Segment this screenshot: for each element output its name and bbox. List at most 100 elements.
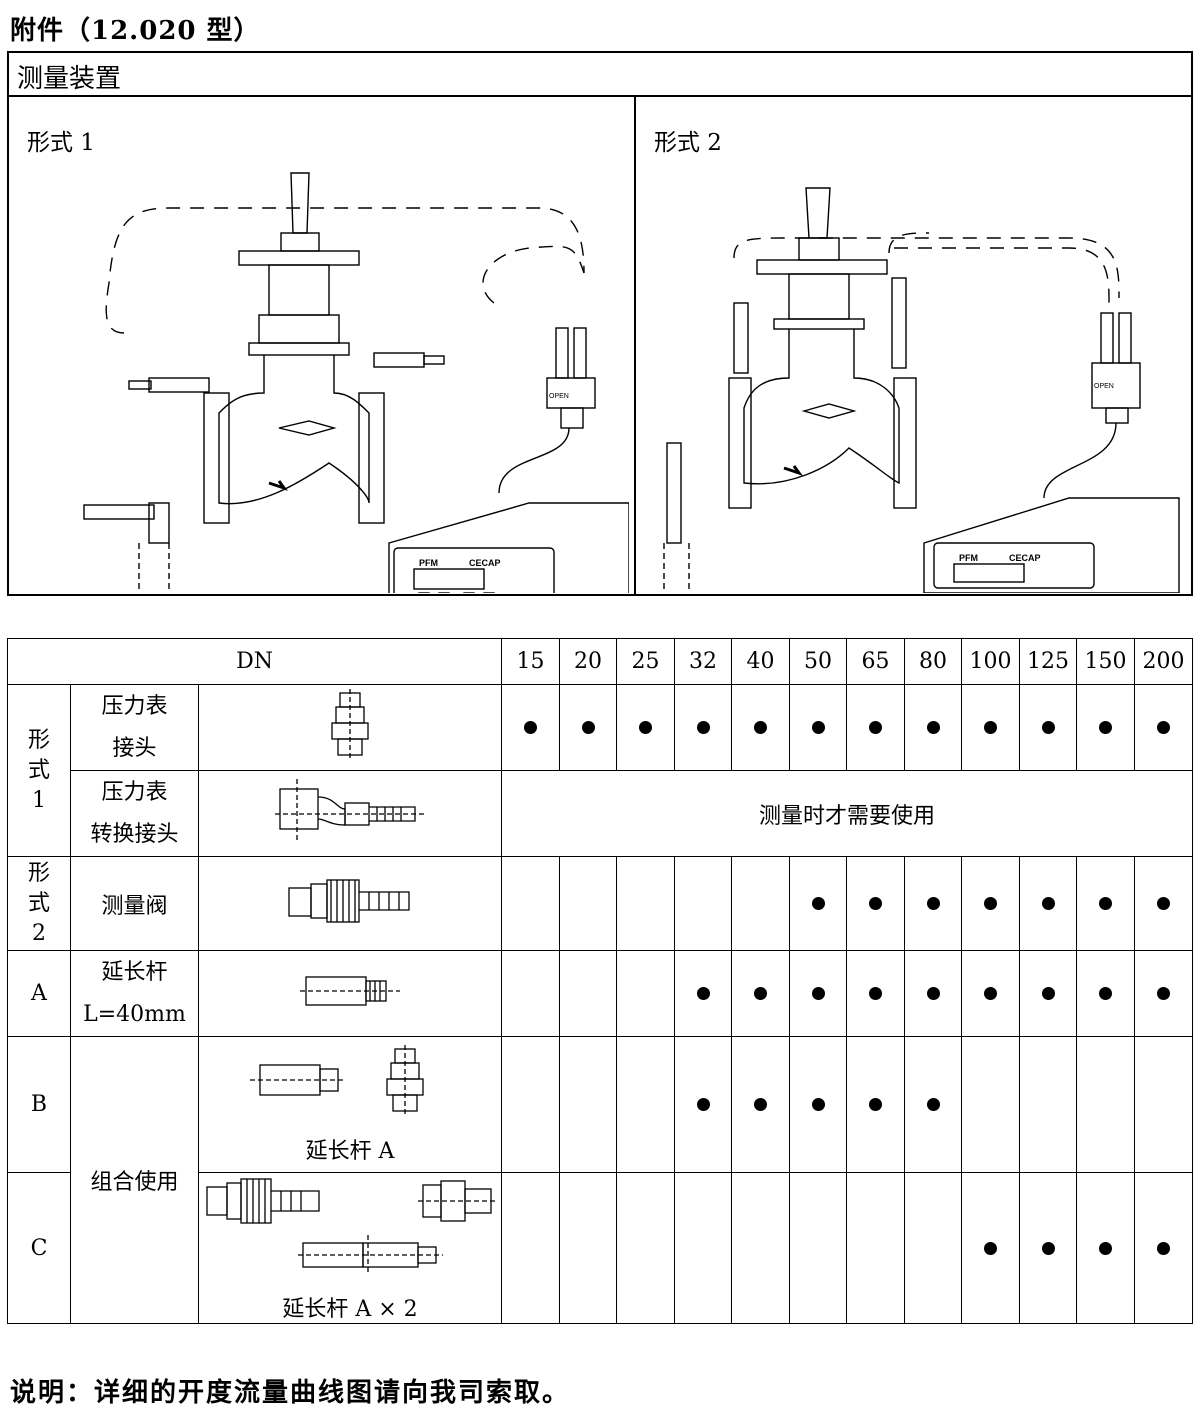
combo-c-caption: 延长杆 A × 2 xyxy=(282,1297,418,1322)
row-code: A xyxy=(7,950,71,1037)
group1-label: 形式1 xyxy=(7,684,71,857)
available-dot xyxy=(1041,1241,1055,1255)
mark-cell xyxy=(846,950,906,1037)
usage-note-cell: 测量时才需要使用 xyxy=(501,770,1194,857)
available-dot xyxy=(1099,897,1113,910)
available-dot xyxy=(1099,987,1113,1000)
dn-cell: 50 xyxy=(789,638,848,685)
available-dot xyxy=(754,1098,768,1111)
mark-cell xyxy=(1019,1172,1078,1324)
mark-cell xyxy=(904,856,963,951)
available-dot xyxy=(869,1098,883,1111)
available-dot xyxy=(1157,897,1171,910)
mark-cell xyxy=(961,950,1021,1037)
row-code: C xyxy=(7,1172,71,1324)
available-dot xyxy=(926,1098,940,1111)
available-dot xyxy=(581,721,595,734)
available-dot xyxy=(639,721,653,734)
mark-cell xyxy=(961,1172,1021,1324)
available-dot xyxy=(984,1241,998,1255)
device2-open-label: OPEN xyxy=(1094,383,1114,390)
available-dot xyxy=(869,897,883,910)
mark-cell xyxy=(1076,856,1136,951)
dn-cell: 40 xyxy=(731,638,791,685)
form1-label: 形式 1 xyxy=(27,130,95,156)
row-figure xyxy=(197,684,503,771)
mark-cell xyxy=(559,856,618,951)
available-dot xyxy=(984,721,998,734)
mark-cell xyxy=(501,1036,561,1173)
table-row: 形式1 压力表 接头 xyxy=(7,684,1194,857)
mark-cell xyxy=(559,1036,618,1173)
mark-cell xyxy=(674,1036,733,1173)
available-dot xyxy=(811,1098,825,1111)
available-dot xyxy=(1157,987,1171,1000)
available-dot xyxy=(926,987,940,1000)
available-dot xyxy=(1041,987,1055,1000)
mark-cell xyxy=(1019,950,1078,1037)
device2-model-label: CECAP xyxy=(1009,553,1041,563)
mark-cell xyxy=(731,684,791,771)
row-name: 压力表 接头 xyxy=(70,684,199,771)
mark-cell xyxy=(674,684,733,771)
mark-cell xyxy=(961,856,1021,951)
dn-cell: 65 xyxy=(846,638,906,685)
mark-cell xyxy=(501,1172,561,1324)
available-dot xyxy=(696,987,710,1000)
row-figure xyxy=(197,770,503,857)
available-dot xyxy=(1041,721,1055,734)
form1-drawing: PFM CECAP OPEN xyxy=(83,172,629,593)
mark-cell xyxy=(789,1036,848,1173)
table-row: C 延长杆 A × 2 xyxy=(7,1172,1194,1324)
mark-cell xyxy=(1076,950,1136,1037)
mark-cell xyxy=(1076,1036,1136,1173)
mark-cell xyxy=(559,950,618,1037)
mark-cell xyxy=(789,684,848,771)
available-dot xyxy=(1041,897,1055,910)
available-dot xyxy=(811,987,825,1000)
mark-cell xyxy=(1134,684,1194,771)
dn-cell: 32 xyxy=(674,638,733,685)
available-dot xyxy=(754,987,768,1000)
mark-cell xyxy=(731,1036,791,1173)
device2-brand-label: PFM xyxy=(959,553,978,563)
row-figure: 延长杆 A xyxy=(197,1036,503,1173)
available-dot xyxy=(984,987,998,1000)
table-row: 压力表 转换接头 测量时才需要使用 xyxy=(8,770,1194,857)
dn-cell: 20 xyxy=(559,638,618,685)
available-dot xyxy=(811,897,825,910)
available-dot xyxy=(524,721,538,734)
device-brand-label: PFM xyxy=(419,558,438,568)
mark-cell xyxy=(846,856,906,951)
dn-header: DN xyxy=(6,638,503,685)
mark-cell xyxy=(731,856,791,951)
form2-label: 形式 2 xyxy=(654,130,722,156)
mark-cell xyxy=(1134,856,1194,951)
dn-cell: 200 xyxy=(1134,638,1194,685)
table-row: A 延长杆 L=40mm xyxy=(7,950,1194,1037)
mark-cell xyxy=(674,950,733,1037)
extension-rod-drawing xyxy=(300,975,400,1006)
mark-cell xyxy=(1019,1036,1078,1173)
mark-cell xyxy=(1076,684,1136,771)
mark-cell xyxy=(789,856,848,951)
available-dot xyxy=(696,1098,710,1111)
mark-cell xyxy=(616,1036,676,1173)
dn-cell: 150 xyxy=(1076,638,1136,685)
available-dot xyxy=(984,897,998,910)
mark-cell xyxy=(961,1036,1021,1173)
mark-cell xyxy=(1134,1036,1194,1173)
mark-cell xyxy=(1134,1172,1194,1324)
mark-cell xyxy=(846,1036,906,1173)
mark-cell xyxy=(846,684,906,771)
mark-cell xyxy=(501,856,561,951)
gauge-connector-drawing xyxy=(331,688,369,761)
mark-cell xyxy=(961,684,1021,771)
mark-cell xyxy=(1076,1172,1136,1324)
measuring-valve-drawing xyxy=(288,878,410,923)
panel-divider xyxy=(634,97,636,594)
mark-cell xyxy=(674,856,733,951)
mark-cell xyxy=(789,1172,848,1324)
mark-cell xyxy=(616,856,676,951)
device-model-label: CECAP xyxy=(469,558,501,568)
